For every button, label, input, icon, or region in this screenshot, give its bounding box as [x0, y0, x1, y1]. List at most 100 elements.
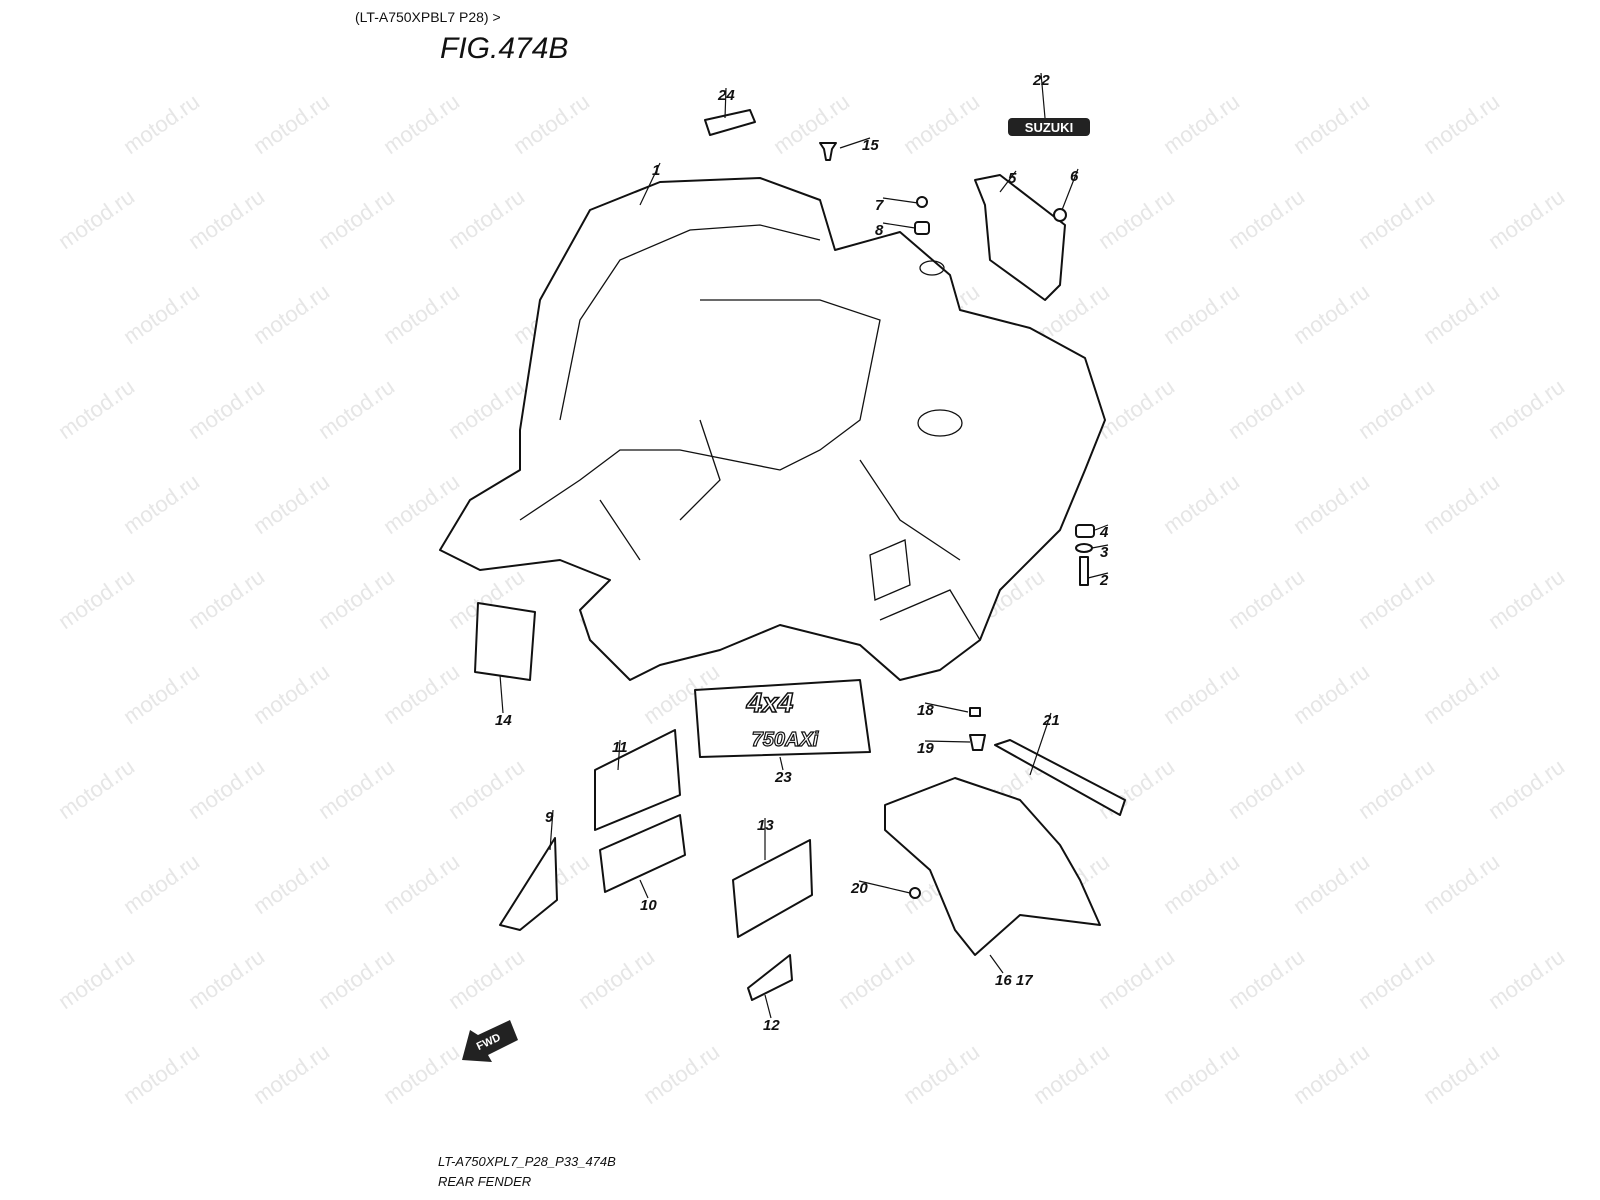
- watermark-text: motod.ru: [1289, 89, 1374, 159]
- watermark-text: motod.ru: [249, 849, 334, 919]
- watermark-text: motod.ru: [184, 184, 269, 254]
- callout-label: 11: [612, 739, 628, 756]
- watermark-text: motod.ru: [1354, 374, 1439, 444]
- watermark-text: motod.ru: [1484, 184, 1569, 254]
- callout-leader: [1091, 544, 1109, 549]
- watermark-text: motod.ru: [379, 89, 464, 159]
- part-6-nut: [1053, 208, 1067, 222]
- watermark-text: motod.ru: [899, 89, 984, 159]
- watermark-text: motod.ru: [1354, 754, 1439, 824]
- 4x4-750axi-emblem: 4x4 750AXi: [694, 679, 871, 758]
- watermark-text: motod.ru: [1419, 1039, 1504, 1109]
- watermark-text: motod.ru: [1419, 659, 1504, 729]
- callout-label: 7: [875, 197, 884, 214]
- callout-leader: [779, 756, 784, 771]
- watermark-text: motod.ru: [249, 1039, 334, 1109]
- callout-label: 21: [1042, 712, 1060, 729]
- watermark-text: motod.ru: [1224, 564, 1309, 634]
- watermark-text: motod.ru: [1224, 944, 1309, 1014]
- callout-leader: [858, 880, 911, 894]
- emblem-750axi-text: 750AXi: [752, 729, 819, 751]
- part-24-block: [704, 109, 756, 136]
- watermark-text: motod.ru: [119, 279, 204, 349]
- callout-leader: [989, 954, 1004, 974]
- watermark-text: motod.ru: [1029, 1039, 1114, 1109]
- decal-13: [732, 839, 813, 938]
- part-20-screw: [909, 887, 921, 899]
- callout-leader: [1040, 72, 1046, 119]
- watermark-text: motod.ru: [1354, 564, 1439, 634]
- part-8-grommet: [914, 221, 930, 235]
- watermark-text: motod.ru: [379, 469, 464, 539]
- emblem-4x4-text: 4x4: [746, 687, 794, 718]
- watermark-text: motod.ru: [1484, 564, 1569, 634]
- watermark-text: motod.ru: [119, 89, 204, 159]
- callout-leader: [724, 87, 727, 119]
- watermark-text: motod.ru: [1289, 1039, 1374, 1109]
- callout-label: 4: [1099, 524, 1109, 541]
- callout-label: 2: [1099, 572, 1109, 589]
- callout-label: 14: [495, 712, 512, 729]
- watermark-text: motod.ru: [444, 374, 529, 444]
- suzuki-emblem-text: SUZUKI: [1025, 120, 1073, 135]
- part-18-screw: [969, 707, 981, 717]
- watermark-text: motod.ru: [1289, 469, 1374, 539]
- callout-leader: [549, 809, 554, 851]
- watermark-text: motod.ru: [379, 1039, 464, 1109]
- watermark-text: motod.ru: [444, 184, 529, 254]
- callout-label: 6: [1070, 168, 1079, 185]
- watermark-text: motod.ru: [1094, 374, 1179, 444]
- diagram-code: LT-A750XPL7_P28_P33_474B: [438, 1154, 616, 1169]
- watermark-text: motod.ru: [379, 849, 464, 919]
- watermark-text: motod.ru: [1419, 469, 1504, 539]
- callout-label: 23: [774, 769, 792, 786]
- model-header: (LT-A750XPBL7 P28) >: [355, 9, 501, 25]
- mud-guard-16-17: [884, 777, 1101, 956]
- watermark-text: motod.ru: [119, 1039, 204, 1109]
- callout-leader: [1094, 524, 1109, 531]
- watermark-text: motod.ru: [54, 564, 139, 634]
- watermark-text: motod.ru: [509, 89, 594, 159]
- callout-leader: [924, 740, 971, 743]
- callout-leader: [1029, 712, 1052, 776]
- callout-label: 15: [862, 137, 879, 154]
- part-15-screw: [819, 142, 837, 161]
- watermark-text: motod.ru: [574, 944, 659, 1014]
- callout-label: 16 17: [995, 972, 1033, 989]
- watermark-text: motod.ru: [54, 754, 139, 824]
- watermark-text: motod.ru: [119, 659, 204, 729]
- callout-leader: [999, 170, 1017, 193]
- callout-label: 5: [1008, 170, 1017, 187]
- watermark-text: motod.ru: [314, 564, 399, 634]
- watermark-text: motod.ru: [1159, 1039, 1244, 1109]
- callout-label: 9: [545, 809, 554, 826]
- watermark-text: motod.ru: [1354, 184, 1439, 254]
- watermark-text: motod.ru: [834, 944, 919, 1014]
- part-5-bracket: [974, 174, 1066, 301]
- watermark-text: motod.ru: [54, 944, 139, 1014]
- callout-leader: [924, 702, 969, 713]
- rear-fender-part: [439, 177, 1106, 681]
- watermark-text: motod.ru: [54, 184, 139, 254]
- callout-leader: [499, 674, 504, 714]
- decal-10: [599, 814, 686, 893]
- watermark-text: motod.ru: [314, 944, 399, 1014]
- part-2-bolt: [1079, 556, 1089, 586]
- watermark-text: motod.ru: [1224, 184, 1309, 254]
- watermark-text: motod.ru: [314, 184, 399, 254]
- figure-title: FIG.474B: [440, 32, 568, 65]
- watermark-text: motod.ru: [249, 659, 334, 729]
- callout-label: 20: [850, 880, 868, 897]
- watermark-text: motod.ru: [444, 754, 529, 824]
- diagram-title: REAR FENDER: [438, 1174, 531, 1189]
- watermark-text: motod.ru: [1289, 659, 1374, 729]
- watermark-text: motod.ru: [54, 374, 139, 444]
- callout-label: 22: [1032, 72, 1050, 89]
- callout-leader: [639, 162, 661, 206]
- watermark-text: motod.ru: [1159, 469, 1244, 539]
- watermark-text: motod.ru: [1419, 89, 1504, 159]
- watermark-text: motod.ru: [379, 659, 464, 729]
- decal-11: [594, 729, 681, 831]
